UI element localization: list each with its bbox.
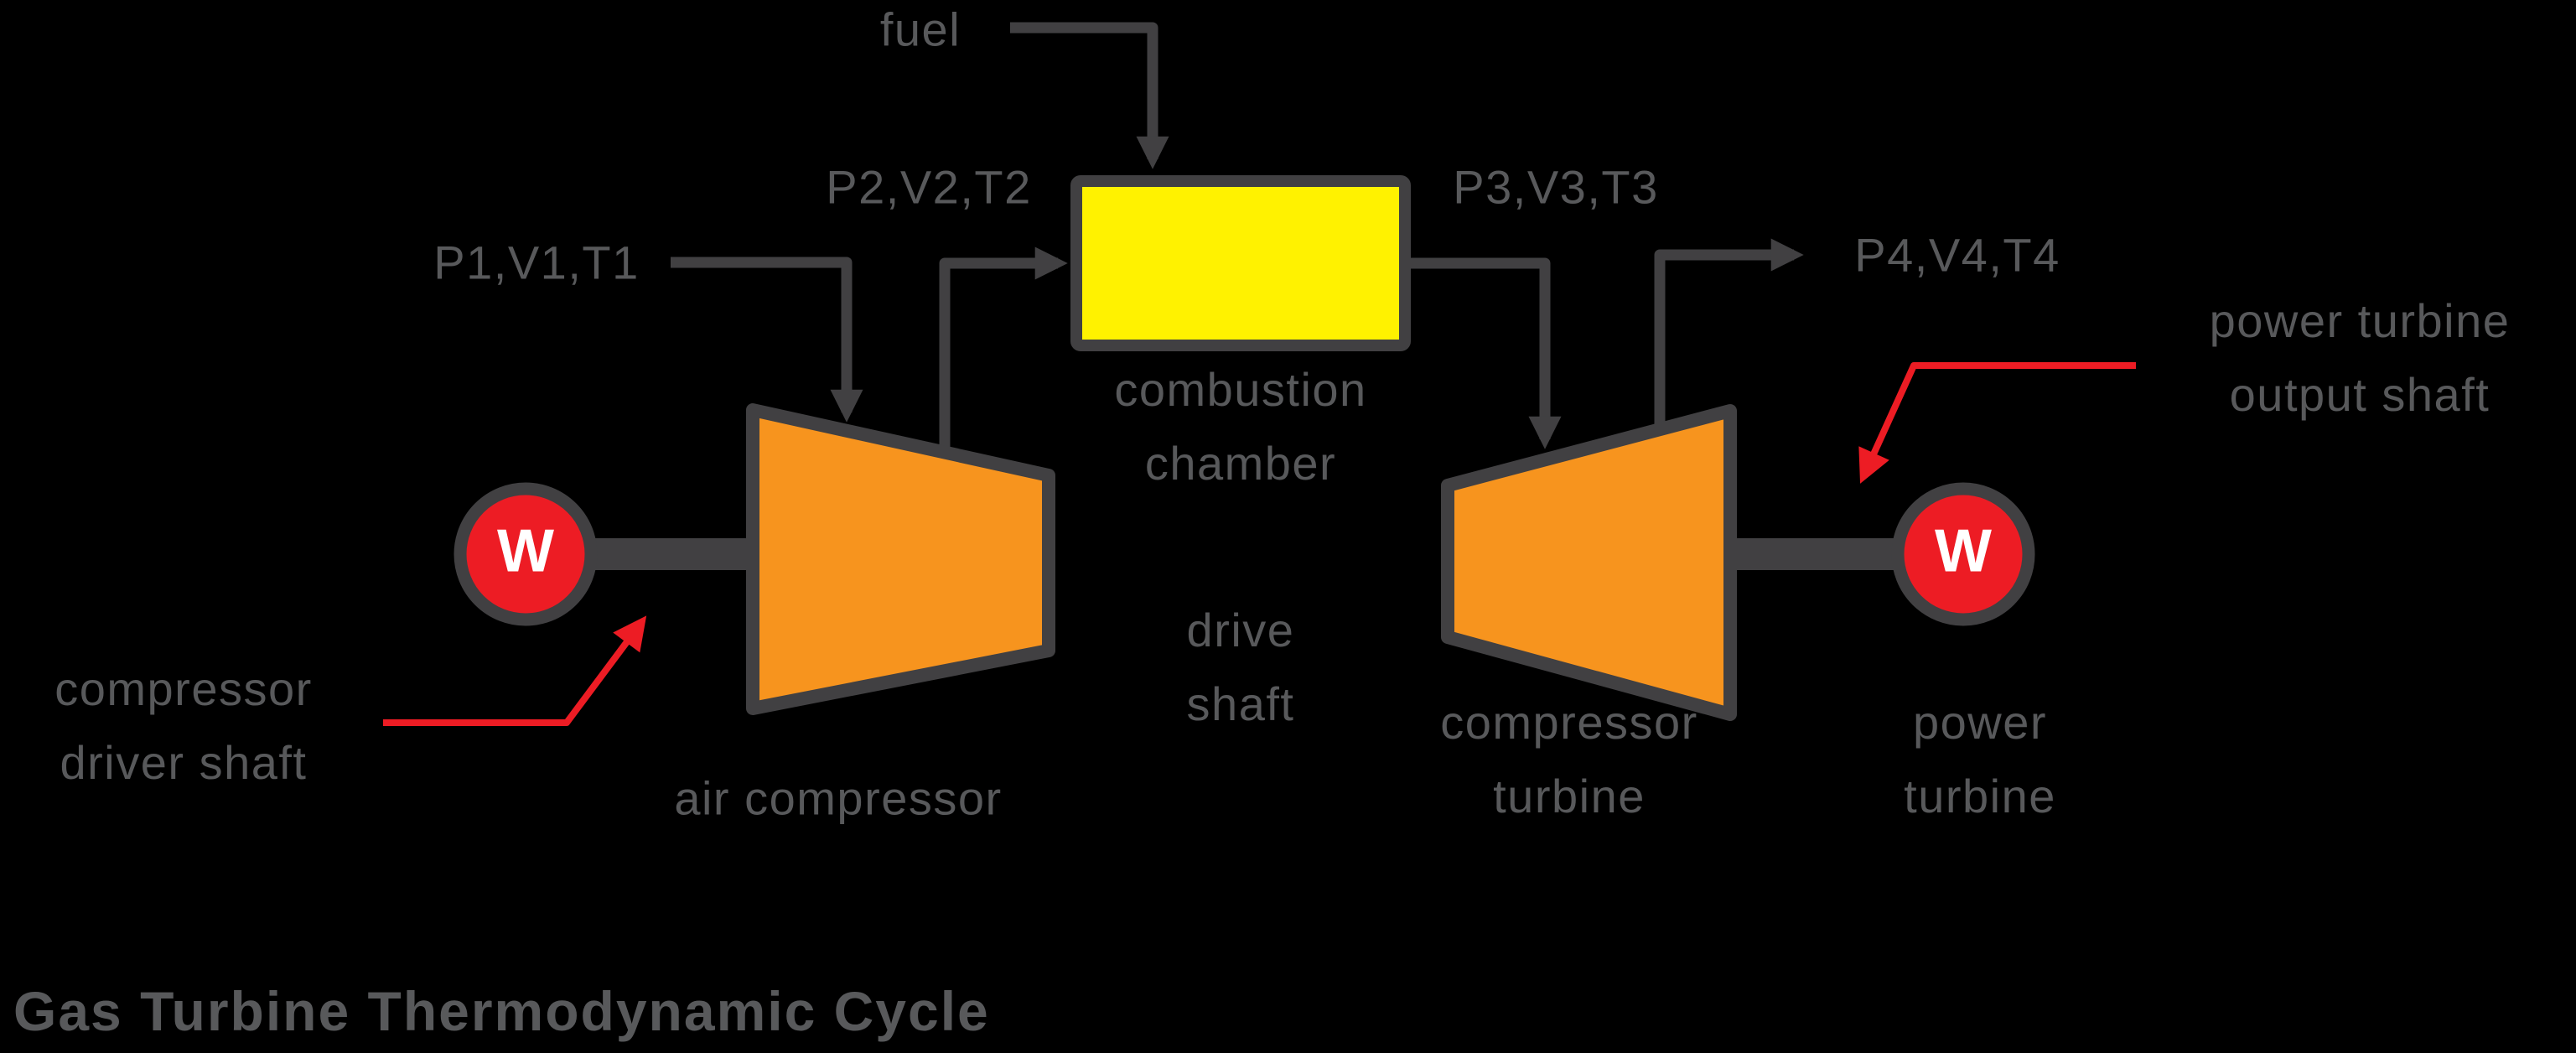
combustion-chamber-label-line2: chamber xyxy=(1144,437,1337,490)
air-compressor-shape xyxy=(746,403,1055,715)
combustion-chamber-label-line1: combustion xyxy=(1114,363,1367,416)
drive-shaft-label: drive shaft xyxy=(1187,594,1295,741)
compressor-turbine-label-line1: compressor xyxy=(1440,696,1698,749)
compressor-driver-shaft-annotation-line2: driver shaft xyxy=(60,736,308,789)
drive-shaft-label-line2: shaft xyxy=(1186,677,1295,730)
station4-label: P4,V4,T4 xyxy=(1854,228,2060,282)
station3-label: P3,V3,T3 xyxy=(1453,160,1659,214)
compressor-to-chamber-arrow xyxy=(939,246,1068,459)
combustion-chamber-label: combustion chamber xyxy=(1114,353,1366,501)
power-turbine-label-line2: turbine xyxy=(1904,770,2056,822)
station1-inlet-arrow xyxy=(671,257,863,423)
power-turbine-label-line1: power xyxy=(1912,696,2048,749)
power-turbine-work-symbol: W xyxy=(1935,517,1992,585)
air-compressor-label: air compressor xyxy=(674,771,1003,825)
diagram-title: Gas Turbine Thermodynamic Cycle xyxy=(13,980,990,1042)
power-turbine-output-shaft-pointer-arrow xyxy=(1858,362,2136,484)
compressor-turbine-shape xyxy=(1441,404,1737,721)
power-turbine-output-shaft-annotation-line1: power turbine xyxy=(2209,294,2511,347)
compressor-work-symbol: W xyxy=(497,517,554,585)
compressor-driver-shaft-pointer-arrow xyxy=(383,615,647,726)
combustion-chamber-box xyxy=(1070,175,1411,351)
station2-label: P2,V2,T2 xyxy=(826,160,1032,214)
power-turbine-output-shaft-annotation-line2: output shaft xyxy=(2229,368,2490,421)
power-turbine-work-circle xyxy=(1891,482,2035,626)
compressor-turbine-label-line2: turbine xyxy=(1493,770,1646,822)
compressor-driver-shaft-bar xyxy=(585,538,763,570)
compressor-work-circle xyxy=(454,482,598,626)
compressor-driver-shaft-annotation-line1: compressor xyxy=(54,662,313,715)
fuel-inlet-arrow xyxy=(1010,22,1169,169)
fuel-label: fuel xyxy=(879,3,961,56)
power-turbine-label: power turbine xyxy=(1904,686,2056,833)
drive-shaft-label-line1: drive xyxy=(1186,604,1295,656)
power-turbine-output-shaft-annotation: power turbine output shaft xyxy=(2210,284,2511,432)
station1-label: P1,V1,T1 xyxy=(433,236,640,289)
compressor-driver-shaft-annotation: compressor driver shaft xyxy=(54,652,313,800)
power-turbine-output-shaft-bar xyxy=(1725,538,1903,570)
compressor-turbine-label: compressor turbine xyxy=(1440,686,1698,833)
station4-outlet-arrow xyxy=(1654,238,1804,431)
chamber-to-turbine-arrow xyxy=(1405,257,1562,449)
